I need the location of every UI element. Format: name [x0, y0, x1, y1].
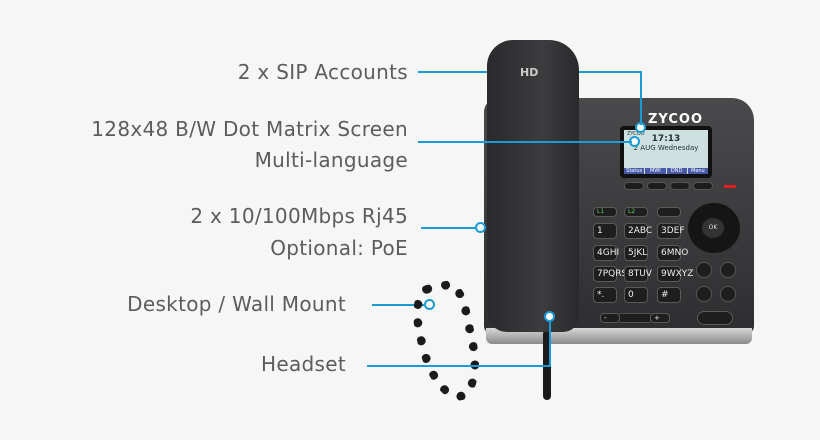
volume-down-button[interactable]: -: [600, 313, 620, 323]
speaker-button[interactable]: [697, 311, 733, 325]
keypad-key[interactable]: 3DEF: [657, 223, 685, 239]
message-led: [724, 185, 736, 188]
soft-key[interactable]: [693, 182, 713, 190]
keypad-key[interactable]: #: [657, 287, 681, 303]
label-multilanguage: Multi-language: [254, 148, 408, 172]
keypad-key[interactable]: 0: [624, 287, 648, 303]
lcd-time: 17:13: [651, 134, 681, 144]
keypad-key[interactable]: 1: [593, 223, 617, 239]
keypad-key[interactable]: 8TUV: [624, 266, 652, 282]
label-rj45: 2 x 10/100Mbps Rj45: [190, 204, 408, 228]
label-sip-accounts: 2 x SIP Accounts: [237, 60, 408, 84]
lcd-brand: ZYCOO: [627, 131, 645, 137]
coiled-cord: [406, 277, 488, 407]
marker-dot: [475, 222, 486, 233]
ok-button[interactable]: OK: [702, 218, 724, 238]
keypad-key[interactable]: 6MNO: [657, 245, 688, 261]
keypad-key[interactable]: 7PQRS: [593, 266, 627, 282]
hd-badge: HD: [520, 66, 539, 79]
redial-icon[interactable]: [720, 286, 736, 302]
leader-line: [372, 304, 426, 306]
leader-line: [367, 365, 551, 367]
lcd-screen: ZYCOO 17:13 2 AUG Wednesday Status MWI D…: [620, 126, 712, 178]
keypad-key[interactable]: 2ABC: [624, 223, 652, 239]
label-headset: Headset: [261, 352, 346, 376]
soft-key[interactable]: [624, 182, 644, 190]
transfer-icon[interactable]: [720, 262, 736, 278]
label-screen: 128x48 B/W Dot Matrix Screen: [91, 117, 408, 141]
lcd-softkey: Status: [624, 168, 645, 174]
soft-key[interactable]: [647, 182, 667, 190]
line-key-l2[interactable]: L2: [624, 207, 648, 217]
marker-dot: [424, 299, 435, 310]
leader-line: [549, 320, 551, 367]
label-poe: Optional: PoE: [270, 236, 408, 260]
label-desktop-wall-mount: Desktop / Wall Mount: [127, 292, 346, 316]
leader-line: [640, 71, 642, 125]
soft-key[interactable]: [670, 182, 690, 190]
lcd-softkey: MWI: [645, 168, 666, 174]
leader-line: [418, 141, 632, 143]
lcd-softkey: DND: [666, 168, 687, 174]
handset[interactable]: [487, 40, 579, 332]
message-icon[interactable]: [696, 262, 712, 278]
phone-base-foot: [486, 328, 752, 344]
keypad-key[interactable]: 5JKL: [624, 245, 648, 261]
brand-logo: ZYCOO: [648, 112, 704, 127]
volume-bar: [620, 313, 650, 323]
keypad-key[interactable]: 9WXYZ: [657, 266, 693, 282]
line-key-l1[interactable]: L1: [593, 207, 617, 217]
leader-line: [421, 227, 477, 229]
keypad-key[interactable]: *.: [593, 287, 617, 303]
headset-key[interactable]: [657, 207, 681, 217]
volume-up-button[interactable]: +: [650, 313, 670, 323]
lcd-softkey: Menu: [687, 168, 708, 174]
lcd-date: 2 AUG Wednesday: [633, 144, 699, 152]
keypad-key[interactable]: 4GHI: [593, 245, 619, 261]
mute-icon[interactable]: [696, 286, 712, 302]
